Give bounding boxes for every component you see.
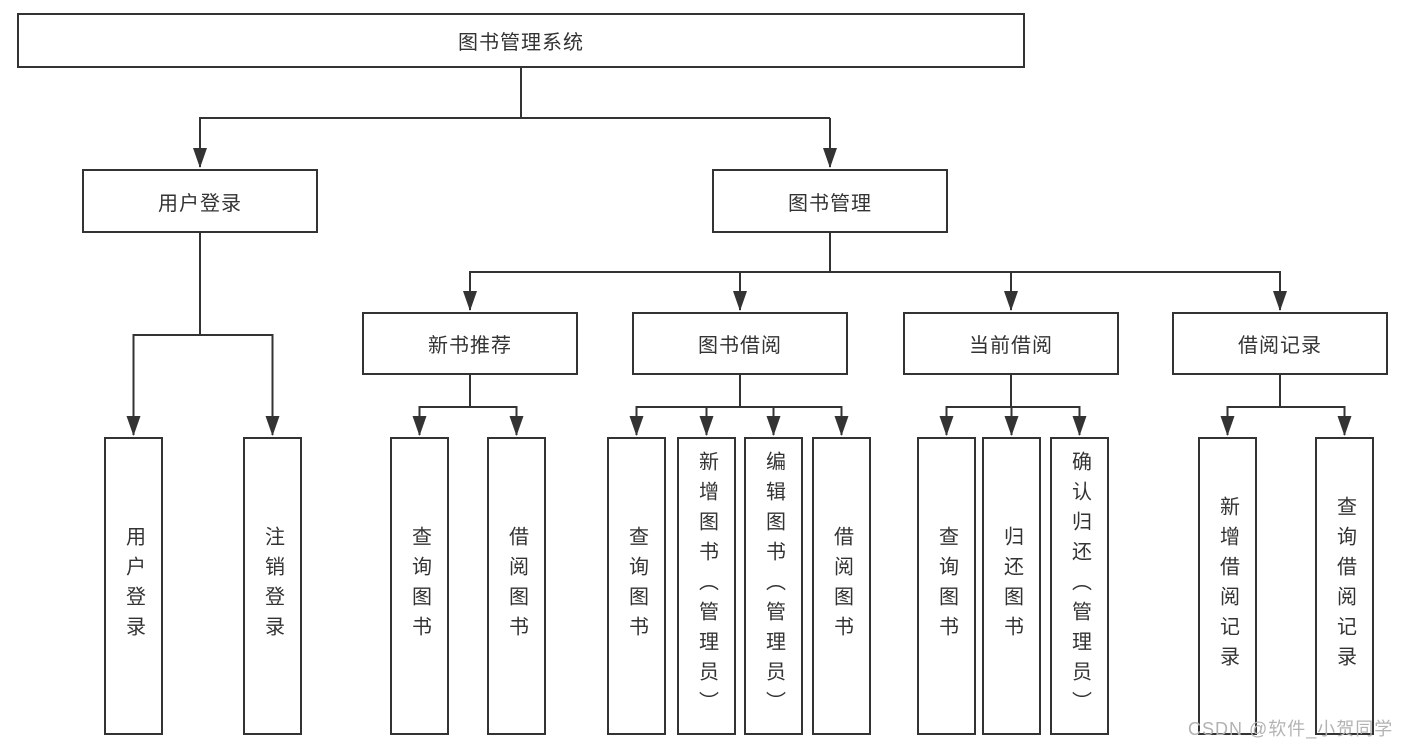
- connector-borrowing-records: [1220, 375, 1352, 436]
- node-nbr-query-books: 查询图书: [390, 437, 449, 735]
- connector-current-borrowing: [939, 375, 1087, 436]
- node-library-management-system: 图书管理系统: [17, 13, 1025, 68]
- node-label: 归还图书: [1000, 526, 1023, 646]
- node-bb-borrow-books: 借阅图书: [812, 437, 871, 735]
- node-label: 注销登录: [261, 526, 284, 646]
- node-borrowing-records: 借阅记录: [1172, 312, 1388, 375]
- node-label: 确认归还（管理员）: [1068, 451, 1091, 721]
- node-label: 图书管理系统: [458, 32, 584, 54]
- node-label: 图书管理: [788, 192, 872, 215]
- node-label: 编辑图书（管理员）: [762, 451, 785, 721]
- node-label: 新增图书（管理员）: [695, 451, 718, 721]
- node-label: 查询借阅记录: [1333, 496, 1356, 676]
- node-bb-add-books-admin: 新增图书（管理员）: [677, 437, 736, 735]
- node-label: 用户登录: [158, 192, 242, 215]
- connector-user-login: [126, 233, 280, 436]
- node-label: 新书推荐: [428, 335, 512, 357]
- node-user-login-branch: 用户登录: [82, 169, 318, 233]
- node-label: 借阅记录: [1238, 335, 1322, 357]
- connector-root: [193, 68, 837, 168]
- node-bb-query-books: 查询图书: [607, 437, 666, 735]
- node-label: 借阅图书: [505, 526, 528, 646]
- connector-book-management: [463, 233, 1287, 311]
- node-cb-return-books: 归还图书: [982, 437, 1041, 735]
- node-label: 查询图书: [408, 526, 431, 646]
- node-current-borrowing: 当前借阅: [903, 312, 1119, 375]
- csdn-watermark: CSDN @软件_小贺同学: [1188, 719, 1394, 739]
- node-label: 图书借阅: [698, 335, 782, 357]
- node-label: 查询图书: [935, 526, 958, 646]
- node-new-book-recommendation: 新书推荐: [362, 312, 578, 375]
- connector-new-book-recommendation: [412, 375, 524, 436]
- node-br-add-borrow-record: 新增借阅记录: [1198, 437, 1257, 735]
- node-nbr-borrow-books: 借阅图书: [487, 437, 546, 735]
- node-br-query-borrow-record: 查询借阅记录: [1315, 437, 1374, 735]
- node-label: 新增借阅记录: [1216, 496, 1239, 676]
- node-label: 查询图书: [625, 526, 648, 646]
- node-label: 用户登录: [122, 526, 145, 646]
- node-book-management: 图书管理: [712, 169, 948, 233]
- node-label: 当前借阅: [969, 335, 1053, 357]
- node-bb-edit-books-admin: 编辑图书（管理员）: [744, 437, 803, 735]
- node-user-login-action: 用户登录: [104, 437, 163, 735]
- node-book-borrowing: 图书借阅: [632, 312, 848, 375]
- node-label: 借阅图书: [830, 526, 853, 646]
- node-cb-confirm-return-admin: 确认归还（管理员）: [1050, 437, 1109, 735]
- connector-book-borrowing: [629, 375, 849, 436]
- node-logout: 注销登录: [243, 437, 302, 735]
- node-cb-query-books: 查询图书: [917, 437, 976, 735]
